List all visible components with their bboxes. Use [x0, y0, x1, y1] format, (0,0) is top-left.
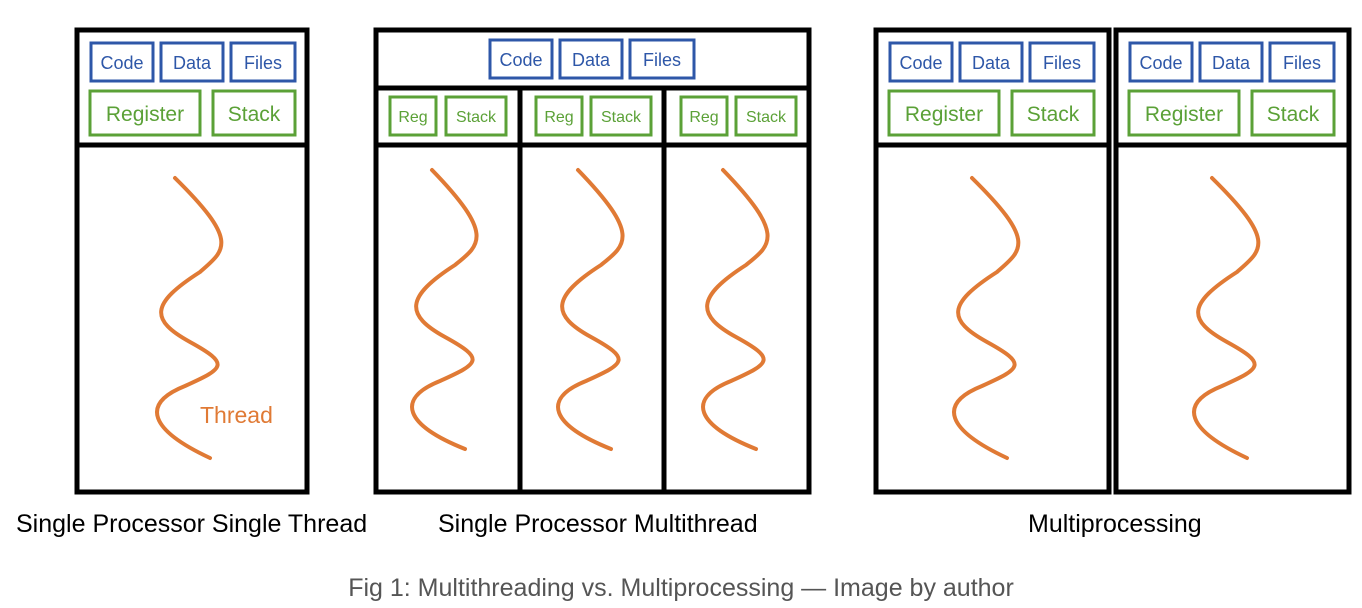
- caption-multiprocessing: Multiprocessing: [1028, 510, 1202, 538]
- files-label: Files: [244, 53, 282, 73]
- shared-resource-box: Code: [888, 41, 954, 83]
- shared-resource-box: Code: [89, 41, 155, 83]
- reg-label: Reg: [689, 109, 718, 126]
- private-resource-box: Stack: [444, 95, 508, 137]
- data-label: Data: [1212, 53, 1251, 73]
- data-label: Data: [572, 50, 611, 70]
- shared-resource-box: Data: [958, 41, 1024, 83]
- private-resource-box: Stack: [589, 95, 653, 137]
- process-outline: [74, 27, 310, 495]
- shared-resource-box: Data: [558, 38, 624, 80]
- stack-label: Stack: [601, 109, 642, 126]
- shared-resource-box: Files: [1028, 41, 1096, 83]
- private-resource-box: Reg: [534, 95, 584, 137]
- stack-label: Stack: [456, 109, 497, 126]
- shared-resource-box: Files: [1268, 41, 1336, 83]
- caption-multithread: Single Processor Multithread: [438, 510, 758, 538]
- private-resource-box: Register: [1127, 89, 1241, 137]
- process-block: Code Data Files Register Stack: [873, 27, 1112, 495]
- shared-resource-box: Data: [159, 41, 225, 83]
- data-label: Data: [173, 53, 212, 73]
- code-label: Code: [499, 50, 542, 70]
- data-label: Data: [972, 53, 1011, 73]
- thread-squiggle: [1192, 176, 1261, 460]
- process-outline: [1113, 27, 1352, 495]
- thread-squiggle: [410, 168, 479, 451]
- code-label: Code: [1139, 53, 1182, 73]
- private-resource-box: Stack: [1250, 89, 1336, 137]
- shared-resource-box: Data: [1198, 41, 1264, 83]
- process-outline: [873, 27, 1112, 495]
- register-label: Register: [905, 103, 983, 126]
- shared-resource-box: Files: [229, 41, 297, 83]
- process-outline: [373, 27, 812, 495]
- process-block: Code Data Files Register Stack: [1113, 27, 1352, 495]
- reg-label: Reg: [398, 109, 427, 126]
- shared-resource-box: Files: [628, 38, 696, 80]
- private-resource-box: Stack: [734, 95, 798, 137]
- panel-multithread: Code Data Files Reg Stack Reg Stack: [373, 27, 812, 495]
- stack-label: Stack: [228, 103, 281, 126]
- files-label: Files: [643, 50, 681, 70]
- private-resource-box: Reg: [388, 95, 438, 137]
- private-resource-box: Stack: [1010, 89, 1096, 137]
- code-label: Code: [100, 53, 143, 73]
- code-label: Code: [899, 53, 942, 73]
- private-resource-box: Register: [88, 89, 202, 137]
- figure-caption: Fig 1: Multithreading vs. Multiprocessin…: [348, 574, 1014, 602]
- stack-label: Stack: [746, 109, 787, 126]
- reg-label: Reg: [544, 109, 573, 126]
- thread-label: Thread: [200, 402, 273, 428]
- stack-label: Stack: [1267, 103, 1320, 126]
- shared-resource-box: Code: [1128, 41, 1194, 83]
- caption-single-thread: Single Processor Single Thread: [16, 510, 368, 538]
- thread-squiggle: [701, 168, 770, 451]
- thread-squiggle: [952, 176, 1021, 460]
- panel-multiprocessing: Code Data Files Register Stack: [873, 27, 1352, 495]
- private-resource-box: Register: [887, 89, 1001, 137]
- shared-resource-box: Code: [488, 38, 554, 80]
- private-resource-box: Stack: [211, 89, 297, 137]
- thread-squiggle: [556, 168, 625, 451]
- private-resource-box: Reg: [679, 95, 729, 137]
- register-label: Register: [1145, 103, 1223, 126]
- files-label: Files: [1043, 53, 1081, 73]
- files-label: Files: [1283, 53, 1321, 73]
- thread-squiggle: [155, 176, 224, 460]
- panel-single-thread: Code Data Files Register Stack Thread: [74, 27, 310, 495]
- register-label: Register: [106, 103, 184, 126]
- stack-label: Stack: [1027, 103, 1080, 126]
